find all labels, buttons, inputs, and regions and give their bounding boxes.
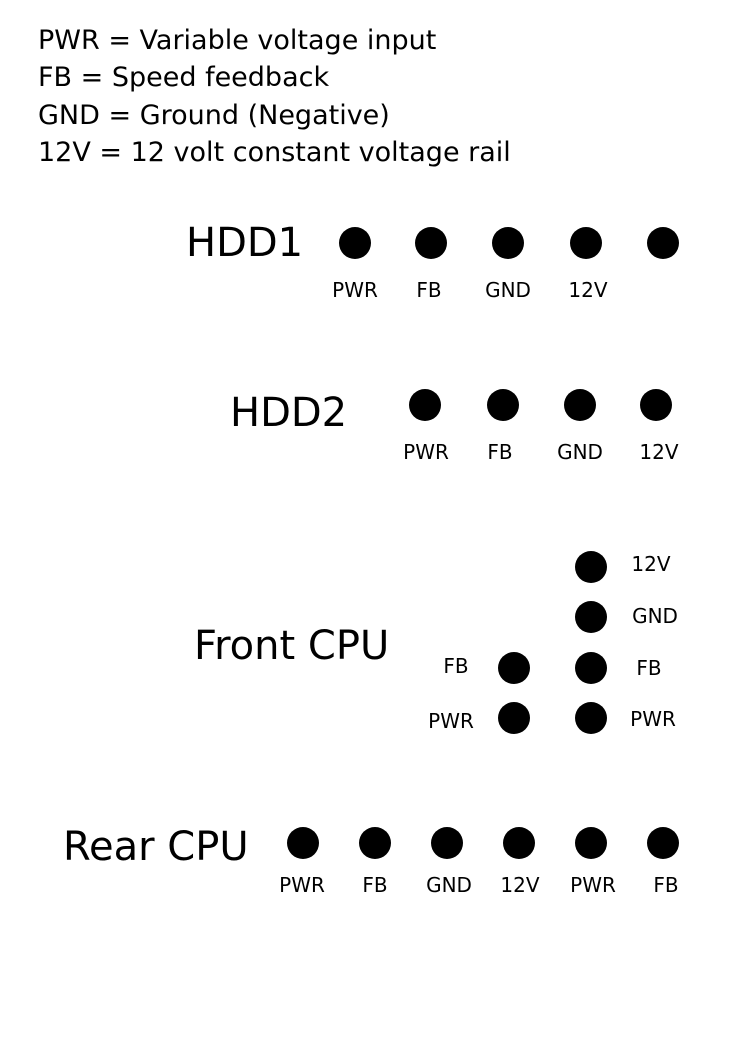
header-rear-cpu-title: Rear CPU (63, 824, 249, 870)
legend-line-12v: 12V = 12 volt constant voltage rail (38, 137, 511, 168)
header-hdd1-title: HDD1 (186, 220, 304, 266)
pin (431, 827, 463, 859)
legend-line-gnd: GND = Ground (Negative) (38, 100, 390, 131)
pin (339, 227, 371, 259)
pin (492, 227, 524, 259)
pin-label: 12V (631, 552, 671, 576)
pin-label: PWR (570, 873, 616, 897)
pin-label: FB (636, 656, 662, 680)
pin (575, 702, 607, 734)
pin (359, 827, 391, 859)
pin (640, 389, 672, 421)
pin (409, 389, 441, 421)
pin-label: PWR (403, 440, 449, 464)
pin-label: PWR (428, 709, 474, 733)
pin (498, 702, 530, 734)
pin (575, 652, 607, 684)
pin-label: FB (443, 654, 469, 678)
pin-label: 12V (639, 440, 679, 464)
pin-label: GND (557, 440, 603, 464)
pin (647, 827, 679, 859)
header-hdd2-title: HDD2 (230, 390, 348, 436)
pin-label: GND (632, 604, 678, 628)
pin (570, 227, 602, 259)
pin (647, 227, 679, 259)
legend-line-pwr: PWR = Variable voltage input (38, 25, 437, 56)
pin-label: 12V (500, 873, 540, 897)
pin-label: FB (416, 278, 442, 302)
pin-label: PWR (630, 707, 676, 731)
pin-label: PWR (332, 278, 378, 302)
pin (503, 827, 535, 859)
pin-label: 12V (568, 278, 608, 302)
pin-label: PWR (279, 873, 325, 897)
pin (498, 652, 530, 684)
pin-label: GND (485, 278, 531, 302)
pin (415, 227, 447, 259)
pin-label: FB (362, 873, 388, 897)
pin (575, 827, 607, 859)
pin (575, 601, 607, 633)
header-front-cpu-title: Front CPU (194, 623, 390, 669)
pin-label: FB (653, 873, 679, 897)
pin (564, 389, 596, 421)
pin-label: FB (487, 440, 513, 464)
pin (287, 827, 319, 859)
pin-label: GND (426, 873, 472, 897)
pin (487, 389, 519, 421)
legend-line-fb: FB = Speed feedback (38, 62, 330, 93)
pin (575, 551, 607, 583)
